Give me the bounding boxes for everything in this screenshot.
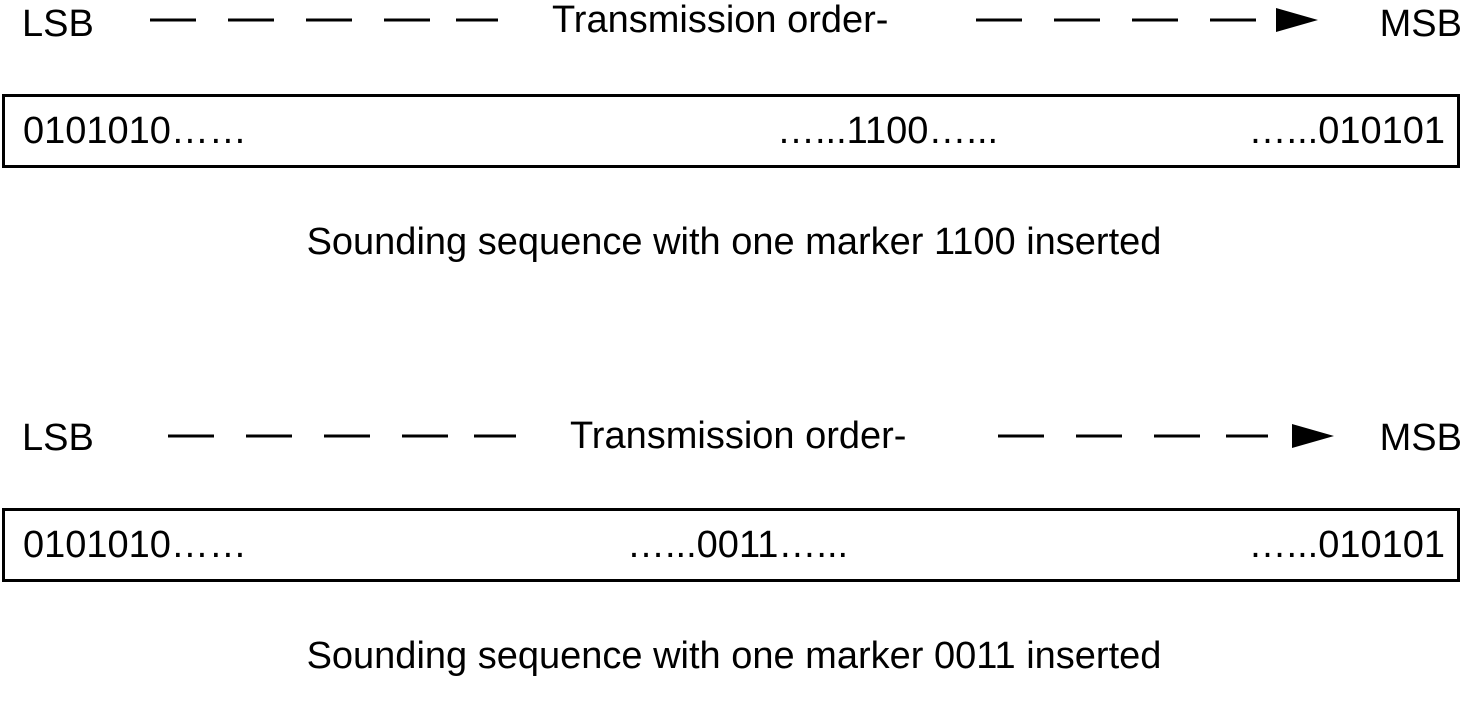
sequence-box: 0101010…… …...1100…... …...010101 — [2, 94, 1460, 168]
arrow-head-icon — [1276, 8, 1318, 32]
transmission-order-label: Transmission order- — [570, 415, 907, 457]
transmission-order-label: Transmission order- — [552, 0, 889, 41]
sequence-start: 0101010…… — [23, 524, 247, 566]
transmission-order-arrow — [168, 424, 1334, 448]
lsb-label: LSB — [22, 417, 94, 459]
diagram-caption: Sounding sequence with one marker 0011 i… — [306, 635, 1162, 677]
sequence-start: 0101010…… — [23, 110, 247, 152]
lsb-label: LSB — [22, 3, 94, 45]
sequence-marker: …...1100…... — [777, 110, 999, 152]
msb-label: MSB — [1379, 417, 1462, 459]
sequence-end: …...010101 — [1248, 110, 1445, 152]
sequence-marker: …...0011…... — [627, 524, 849, 566]
arrow-head-icon — [1292, 424, 1334, 448]
sequence-box: 0101010…… …...0011…... …...010101 — [2, 508, 1460, 582]
msb-label: MSB — [1379, 3, 1462, 45]
sequence-end: …...010101 — [1248, 524, 1445, 566]
diagram-caption: Sounding sequence with one marker 1100 i… — [306, 221, 1162, 263]
transmission-order-arrow — [150, 8, 1318, 32]
diagram-panel-2: LSB Transmission order- MSB 0101010…… ….… — [0, 414, 1468, 714]
diagram-panel-1: LSB Transmission order- MSB 0101010…… ….… — [0, 0, 1468, 300]
